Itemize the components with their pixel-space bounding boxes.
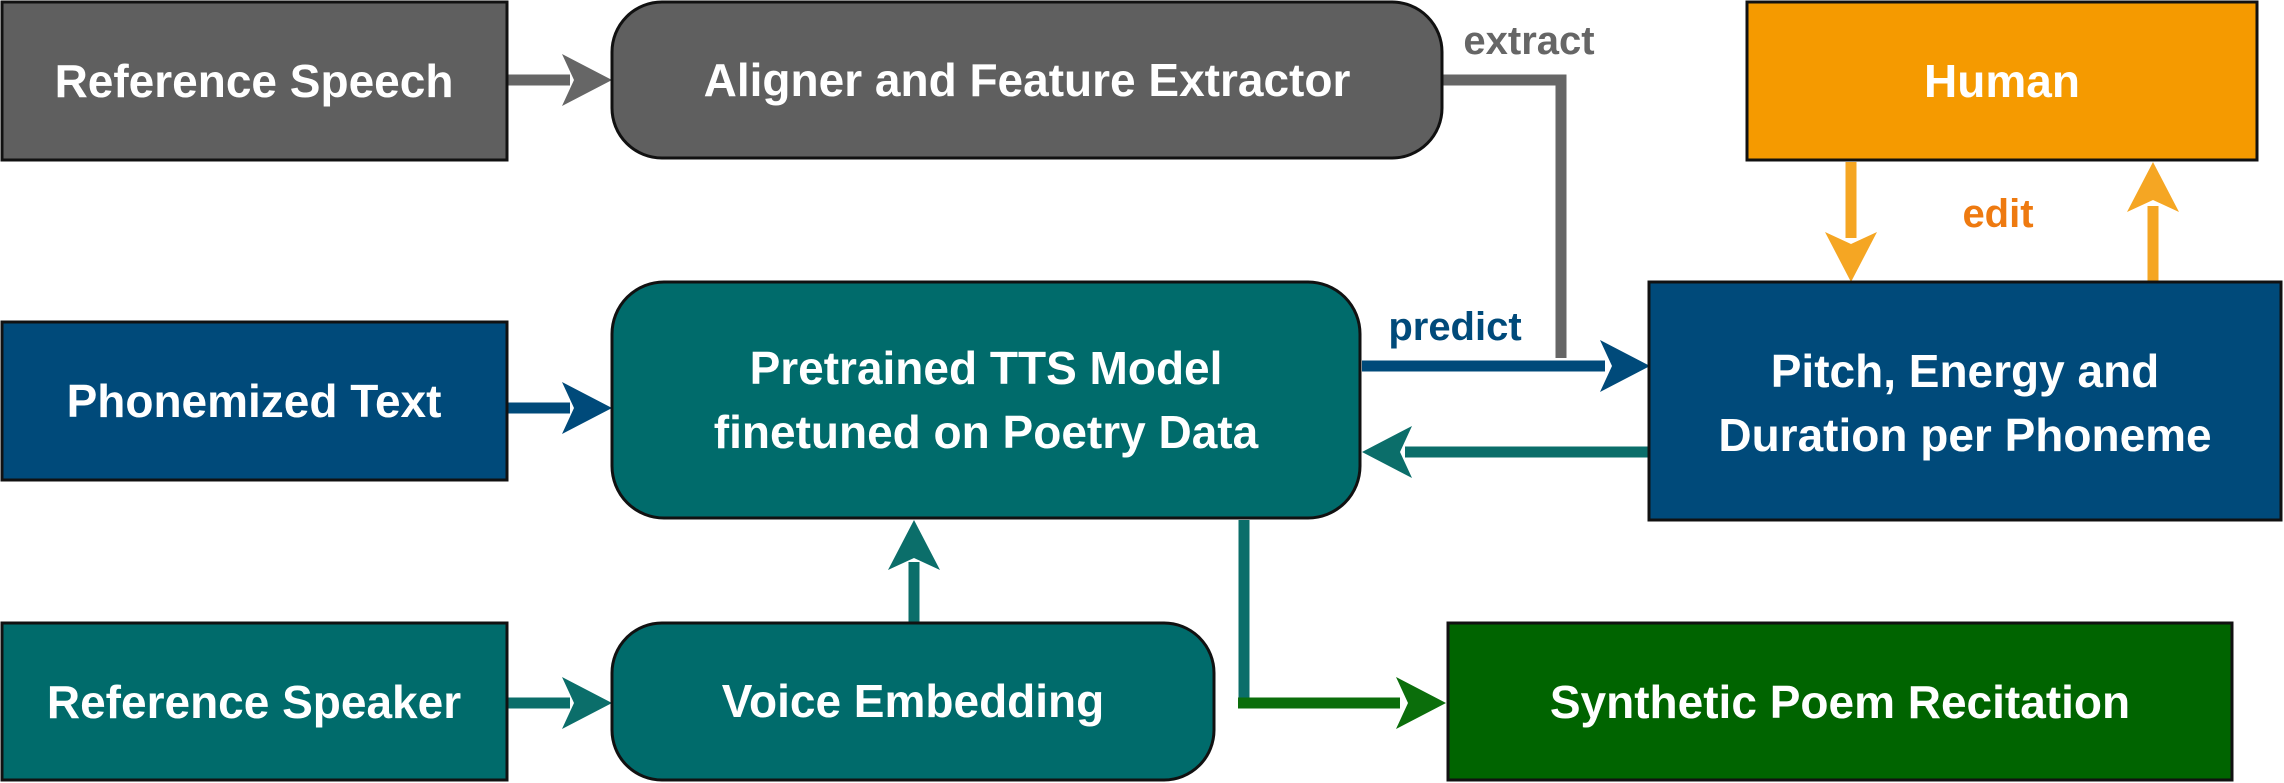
- node-voice-embedding-label: Voice Embedding: [722, 675, 1105, 727]
- node-synthetic-recitation-label: Synthetic Poem Recitation: [1550, 676, 2130, 728]
- arrow-pitch-to-human: [2127, 162, 2179, 282]
- node-aligner: Aligner and Feature Extractor: [610, 0, 1444, 160]
- node-synthetic-recitation: Synthetic Poem Recitation: [1446, 621, 2234, 782]
- node-human-label: Human: [1924, 55, 2080, 107]
- node-phonemized-text: Phonemized Text: [0, 320, 509, 482]
- edge-label-predict: predict: [1388, 305, 1521, 349]
- node-tts-model: Pretrained TTS Model finetuned on Poetry…: [610, 280, 1362, 520]
- node-phonemized-text-label: Phonemized Text: [67, 375, 442, 427]
- arrow-voice-embedding-to-tts: [888, 520, 940, 624]
- node-reference-speaker-label: Reference Speaker: [47, 676, 461, 728]
- edge-label-extract: extract: [1463, 19, 1594, 63]
- node-pitch-energy-line2: Duration per Phoneme: [1718, 409, 2211, 461]
- node-voice-embedding: Voice Embedding: [610, 621, 1216, 782]
- node-tts-model-line2: finetuned on Poetry Data: [714, 406, 1259, 458]
- arrow-tts-to-synthetic-recitation: [1238, 520, 1446, 729]
- arrow-pitch-to-tts: [1362, 426, 1648, 478]
- node-reference-speaker: Reference Speaker: [0, 621, 509, 782]
- node-aligner-label: Aligner and Feature Extractor: [704, 54, 1351, 106]
- arrow-reference-speaker-to-voice-embedding: [508, 677, 612, 729]
- node-pitch-energy: Pitch, Energy and Duration per Phoneme: [1647, 280, 2283, 522]
- arrow-reference-speech-to-aligner: [508, 54, 612, 106]
- node-reference-speech: Reference Speech: [0, 0, 509, 162]
- node-tts-model-line1: Pretrained TTS Model: [750, 342, 1223, 394]
- arrow-extract-path: [1443, 74, 1567, 358]
- arrow-phonemized-text-to-tts: [508, 382, 612, 434]
- arrow-human-to-pitch: [1825, 162, 1877, 282]
- node-pitch-energy-line1: Pitch, Energy and: [1771, 345, 2160, 397]
- arrow-predict: [1362, 340, 1650, 392]
- node-human: Human: [1745, 0, 2259, 162]
- edge-label-edit: edit: [1962, 192, 2033, 236]
- node-reference-speech-label: Reference Speech: [55, 55, 454, 107]
